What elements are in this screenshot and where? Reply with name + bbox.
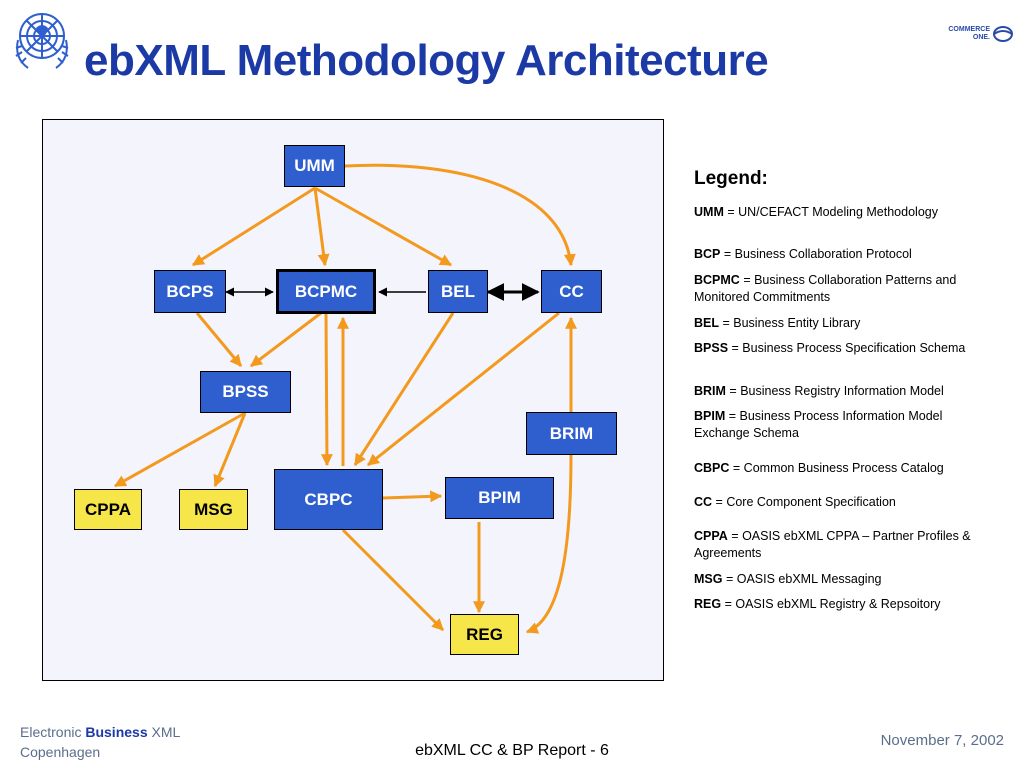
edge-umm-bcpmc	[313, 187, 330, 267]
commerce-one-logo-text: COMMERCE ONE.	[948, 26, 990, 41]
edge-bcpmc-bpss	[250, 311, 322, 368]
legend-entry-reg: REG = OASIS ebXML Registry & Repsoitory	[694, 597, 941, 611]
node-bpss: BPSS	[200, 371, 291, 413]
legend-entry-umm: UMM = UN/CEFACT Modeling Methodology	[694, 205, 938, 219]
node-bpim: BPIM	[445, 477, 554, 519]
edge-cc-cbpc	[367, 311, 560, 467]
edge-cbpc-reg	[341, 528, 445, 632]
edge-bpss-msg	[213, 412, 247, 488]
legend-entry-brim: BRIM = Business Registry Information Mod…	[694, 384, 944, 398]
commerce-one-swoosh-icon	[993, 26, 1013, 42]
legend-entry-cc: CC = Core Component Specification	[694, 495, 896, 509]
legend-entry-msg: MSG = OASIS ebXML Messaging	[694, 572, 882, 586]
edge-bcps-bpss	[195, 312, 243, 367]
node-umm: UMM	[284, 145, 345, 187]
legend-entry-cbpc: CBPC = Common Business Process Catalog	[694, 461, 944, 475]
legend-entry-bpim: BPIM = Business Process Information Mode…	[694, 409, 943, 440]
edge-umm-bel	[314, 186, 453, 267]
footer-report-title: ebXML CC & BP Report - 6	[415, 742, 609, 759]
architecture-diagram: UMM BCPS BCPMC BEL CC BPSS BRIM CPPA MSG…	[42, 119, 664, 681]
commerce-one-logo: COMMERCE ONE.	[940, 24, 1014, 46]
node-bel: BEL	[428, 270, 488, 313]
diagram-connectors	[113, 163, 577, 634]
edge-bpss-cppa	[113, 411, 246, 488]
page-title: ebXML Methodology Architecture	[84, 36, 769, 85]
footer-date: November 7, 2002	[880, 732, 1004, 749]
edge-brim-reg	[525, 454, 573, 634]
edge-bcpmc-cbpc	[320, 312, 333, 467]
legend-entry-bel: BEL = Business Entity Library	[694, 316, 861, 330]
node-cc: CC	[541, 270, 602, 313]
node-bcps: BCPS	[154, 270, 226, 313]
node-brim: BRIM	[526, 412, 617, 455]
node-cbpc: CBPC	[274, 469, 383, 530]
node-reg: REG	[450, 614, 519, 655]
node-cppa: CPPA	[74, 489, 142, 530]
legend-entry-bcp: BCP = Business Collaboration Protocol	[694, 247, 912, 261]
legend-entry-bcpmc: BCPMC = Business Collaboration Patterns …	[694, 273, 957, 304]
legend-title: Legend:	[694, 168, 768, 189]
legend: Legend: UMM = UN/CEFACT Modeling Methodo…	[694, 168, 1014, 611]
footer-location: Copenhagen	[20, 744, 101, 760]
edge-umm-bcps	[191, 186, 316, 267]
footer-ebxml-label: Electronic Business XML	[20, 724, 181, 740]
node-bcpmc: BCPMC	[276, 269, 376, 314]
edge-cbpc-bpim	[382, 490, 443, 503]
node-msg: MSG	[179, 489, 248, 530]
edge-umm-cc	[344, 163, 576, 267]
edge-bel-cbpc	[353, 312, 455, 467]
legend-entry-bpss: BPSS = Business Process Specification Sc…	[694, 341, 966, 355]
legend-entry-cppa: CPPA = OASIS ebXML CPPA – Partner Profil…	[694, 529, 971, 560]
un-emblem-logo	[8, 6, 76, 74]
un-emblem-icon	[15, 13, 69, 69]
footer-organization: Electronic Business XML Copenhagen	[20, 722, 180, 762]
